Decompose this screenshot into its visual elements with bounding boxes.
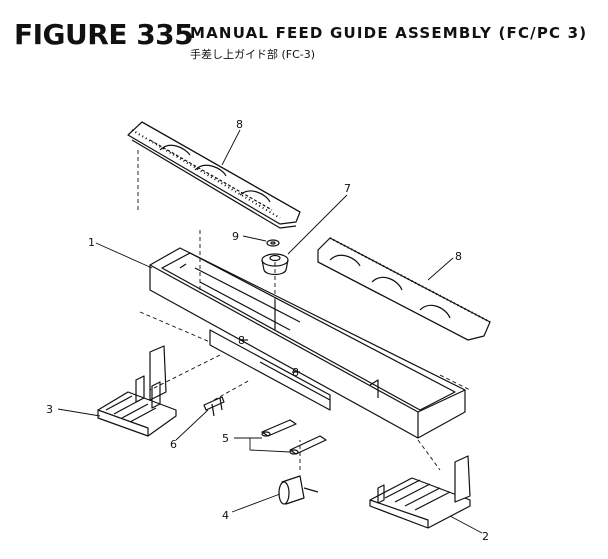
part-4-roller	[278, 475, 319, 505]
header: FIGURE 335 MANUAL FEED GUIDE ASSEMBLY (F…	[0, 0, 608, 80]
part-7-knob	[261, 253, 289, 276]
part-8-upper-guide	[127, 121, 301, 229]
part-8-right-guide	[317, 237, 491, 341]
callout-3: 3	[46, 403, 53, 416]
part-6-screw	[203, 396, 225, 417]
part-9-washer	[266, 239, 280, 247]
figure-number: FIGURE 335	[14, 18, 194, 51]
part-3-left-guide	[97, 345, 177, 437]
callout-6: 6	[170, 438, 177, 451]
callout-1: 1	[88, 236, 95, 249]
part-1-main-frame	[149, 247, 466, 439]
callout-8-right: 8	[455, 250, 462, 263]
alignment-lines	[137, 150, 471, 471]
callout-8-upper: 8	[236, 118, 243, 131]
leader-lines	[57, 129, 483, 534]
callout-7: 7	[344, 182, 351, 195]
callout-4: 4	[222, 509, 229, 522]
callout-9: 9	[232, 230, 239, 243]
callout-5: 5	[222, 432, 229, 445]
callout-2: 2	[482, 530, 489, 543]
callout-8-frame-b: 8	[292, 366, 299, 379]
figure-subtitle: 手差し上ガイド部 (FC-3)	[190, 48, 316, 61]
callout-8-frame-a: 8	[238, 334, 245, 347]
part-5-springs	[261, 419, 327, 455]
figure-title: MANUAL FEED GUIDE ASSEMBLY (FC/PC 3)	[190, 24, 588, 42]
part-2-right-guide	[369, 455, 471, 529]
